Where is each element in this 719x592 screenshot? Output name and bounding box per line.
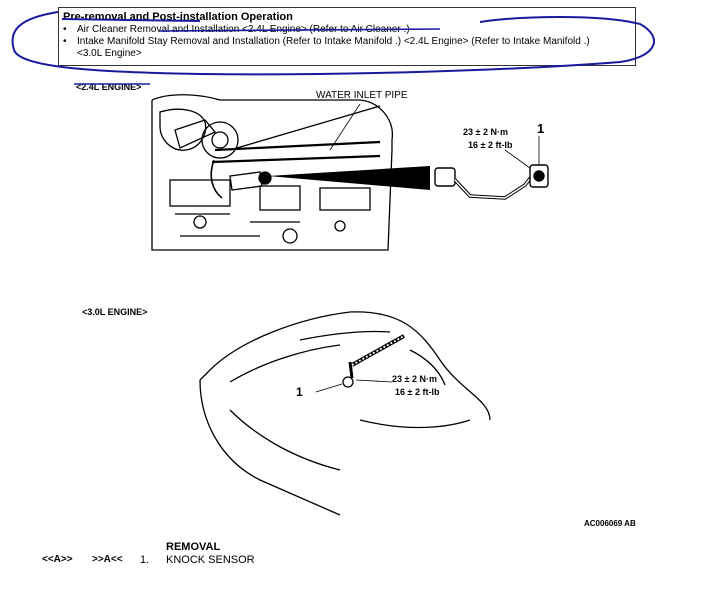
fig2-torque-ftlb: 16 ± 2 ft-lb bbox=[395, 387, 440, 397]
removal-step-number: 1. bbox=[140, 554, 150, 566]
fig2-callout-1: 1 bbox=[296, 385, 303, 399]
figure-code: AC006069 AB bbox=[584, 519, 636, 528]
water-inlet-pipe-label: WATER INLET PIPE bbox=[316, 90, 408, 101]
fig1-heading: <2.4L ENGINE> bbox=[76, 82, 142, 92]
removal-marker-a-open: <<A>> bbox=[42, 554, 73, 565]
removal-title: REMOVAL bbox=[166, 541, 221, 553]
removal-marker-a-close: >>A<< bbox=[92, 554, 123, 565]
removal-part-name: KNOCK SENSOR bbox=[166, 554, 255, 566]
fig2-heading: <3.0L ENGINE> bbox=[82, 307, 148, 317]
fig1-callout-1: 1 bbox=[537, 121, 545, 136]
fig1-torque-nm: 23 ± 2 N·m bbox=[463, 127, 508, 137]
fig1-torque-ftlb: 16 ± 2 ft-lb bbox=[468, 140, 513, 150]
fig2-torque-nm: 23 ± 2 N·m bbox=[392, 374, 437, 384]
